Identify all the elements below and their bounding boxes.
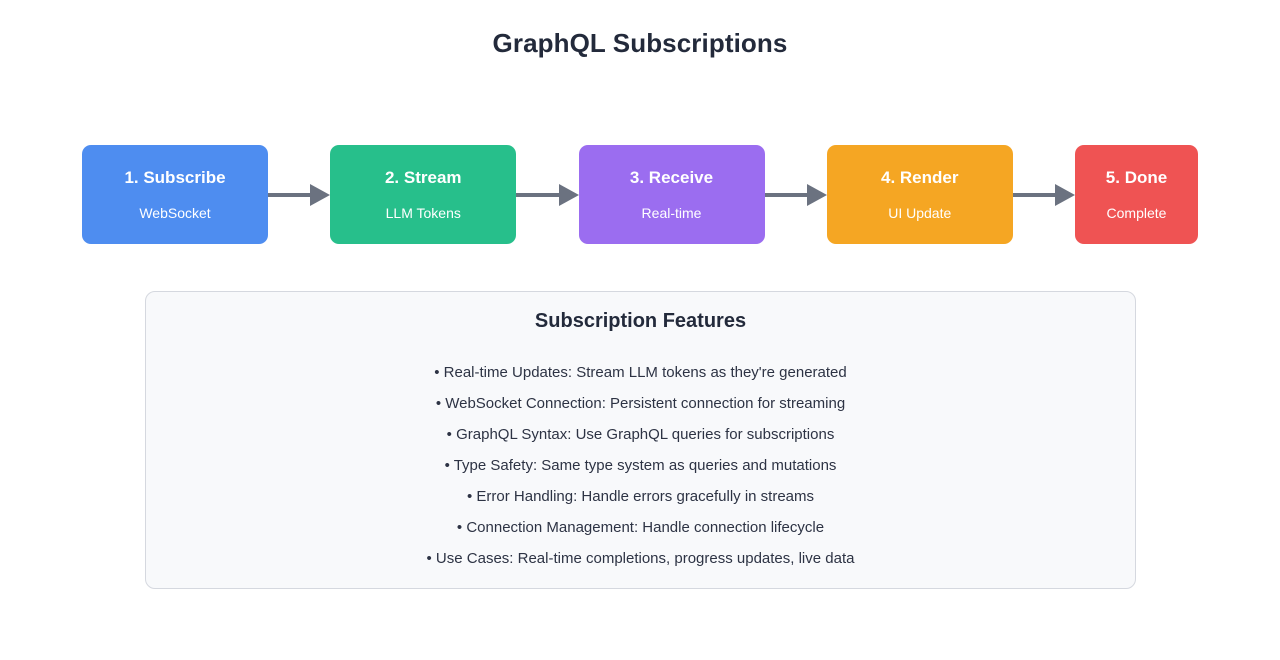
flow-step-subtitle: UI Update — [888, 205, 952, 221]
flow-step-title: 1. Subscribe — [124, 168, 226, 187]
flow-step-render[interactable]: 4. Render UI Update — [826, 145, 1013, 244]
feature-item: • Use Cases: Real-time completions, prog… — [426, 550, 855, 567]
flow-step-subtitle: LLM Tokens — [385, 205, 461, 221]
feature-item: • GraphQL Syntax: Use GraphQL queries fo… — [446, 426, 835, 443]
subscription-features-panel: Subscription Features • Real-time Update… — [145, 291, 1136, 589]
flow-step-title: 3. Receive — [629, 168, 714, 187]
flow-arrow-3 — [764, 183, 827, 206]
flow-step-subtitle: Real-time — [641, 205, 702, 221]
page-title: GraphQL Subscriptions — [492, 28, 788, 58]
arrow-head-icon — [806, 183, 827, 206]
flow-step-title: 4. Render — [881, 168, 959, 187]
flow-step-subtitle: Complete — [1106, 205, 1167, 221]
flow-step-title: 2. Stream — [384, 168, 462, 187]
feature-item: • Real-time Updates: Stream LLM tokens a… — [434, 364, 847, 381]
arrow-head-icon — [310, 183, 331, 206]
feature-item: • WebSocket Connection: Persistent conne… — [435, 395, 846, 412]
flow-step-stream[interactable]: 2. Stream LLM Tokens — [330, 145, 517, 244]
flow-step-subscribe[interactable]: 1. Subscribe WebSocket — [82, 145, 268, 244]
arrow-shaft-icon — [764, 192, 813, 197]
feature-item: • Type Safety: Same type system as queri… — [444, 457, 837, 474]
arrow-head-icon — [558, 183, 579, 206]
arrow-shaft-icon — [1012, 192, 1061, 197]
feature-item: • Connection Management: Handle connecti… — [456, 519, 825, 536]
arrow-shaft-icon — [268, 192, 317, 197]
subscription-flow-diagram: 1. Subscribe WebSocket 2. Stream LLM Tok… — [82, 145, 1198, 244]
flow-step-receive[interactable]: 3. Receive Real-time — [578, 145, 765, 244]
arrow-head-icon — [1055, 183, 1075, 206]
flow-step-subtitle: WebSocket — [139, 205, 211, 221]
flow-arrow-4 — [1012, 183, 1075, 206]
flow-step-title: 5. Done — [1105, 168, 1168, 187]
feature-item: • Error Handling: Handle errors graceful… — [466, 488, 815, 505]
arrow-shaft-icon — [516, 192, 565, 197]
features-heading: Subscription Features — [534, 310, 747, 332]
flow-arrow-2 — [516, 183, 579, 206]
flow-step-done[interactable]: 5. Done Complete — [1075, 145, 1198, 244]
flow-arrow-1 — [268, 183, 331, 206]
